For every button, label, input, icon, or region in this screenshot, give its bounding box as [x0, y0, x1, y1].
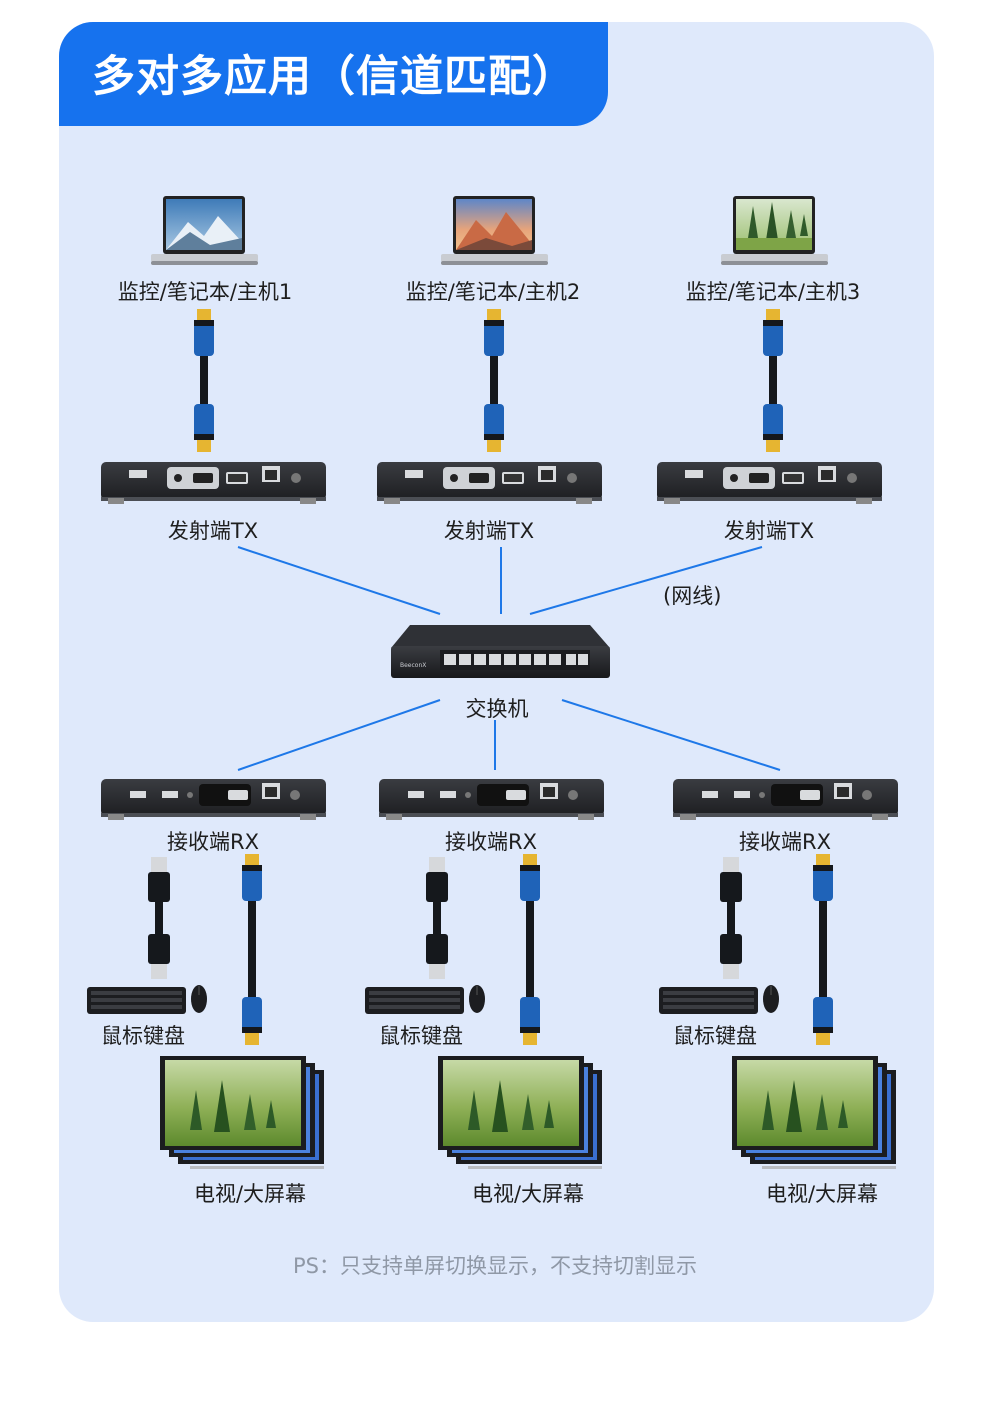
peripheral-label-3: 鼠标键盘: [673, 1024, 757, 1048]
display-label-1: 电视/大屏幕: [193, 1182, 307, 1206]
tv-stack-2: [438, 1056, 602, 1169]
mouse-3: [763, 985, 779, 1013]
source-label-3: 监控/笔记本/主机3: [685, 280, 861, 304]
transmitter-2: [377, 462, 602, 504]
transmitter-1: [101, 462, 326, 504]
receiver-3: [673, 779, 898, 820]
tx-label-3: 发射端TX: [723, 519, 815, 543]
tv-stack-1: [160, 1056, 324, 1169]
hdmi-cable-6: [813, 854, 833, 1045]
peripheral-label-1: 鼠标键盘: [101, 1024, 185, 1048]
hdmi-cable-2: [484, 309, 504, 452]
receiver-1: [101, 779, 326, 820]
mouse-2: [469, 985, 485, 1013]
source-label-1: 监控/笔记本/主机1: [117, 280, 293, 304]
laptop-3: [721, 196, 828, 265]
page-title: 多对多应用（信道匹配）: [92, 52, 576, 102]
hdmi-cable-1: [194, 309, 214, 452]
tx-label-1: 发射端TX: [167, 519, 259, 543]
rx-label-3: 接收端RX: [739, 830, 831, 854]
rx-label-1: 接收端RX: [167, 830, 259, 854]
hdmi-cable-4: [242, 854, 262, 1045]
hdmi-cable-5: [520, 854, 540, 1045]
hdmi-cable-3: [763, 309, 783, 452]
tv-stack-3: [732, 1056, 896, 1169]
switch-brand-text: BeeconX: [400, 662, 426, 669]
usb-cable-2: [426, 857, 448, 979]
rx-label-2: 接收端RX: [445, 830, 537, 854]
keyboard-3: [659, 987, 758, 1014]
keyboard-2: [365, 987, 464, 1014]
receiver-2: [379, 779, 604, 820]
peripheral-label-2: 鼠标键盘: [379, 1024, 463, 1048]
network-cable-label: (网线): [663, 584, 722, 608]
source-label-2: 监控/笔记本/主机2: [405, 280, 581, 304]
switch-label: 交换机: [465, 697, 529, 721]
laptop-1: [151, 196, 258, 265]
network-links: [237, 546, 781, 771]
title-tab: [59, 22, 608, 126]
laptop-2: [441, 196, 548, 265]
tx-label-2: 发射端TX: [443, 519, 535, 543]
usb-cable-1: [148, 857, 170, 979]
display-label-3: 电视/大屏幕: [765, 1182, 879, 1206]
transmitter-3: [657, 462, 882, 504]
footnote: PS：只支持单屏切换显示，不支持切割显示: [293, 1254, 697, 1278]
display-label-2: 电视/大屏幕: [471, 1182, 585, 1206]
network-switch: [391, 625, 610, 678]
usb-cable-3: [720, 857, 742, 979]
mouse-1: [191, 985, 207, 1013]
keyboard-1: [87, 987, 186, 1014]
